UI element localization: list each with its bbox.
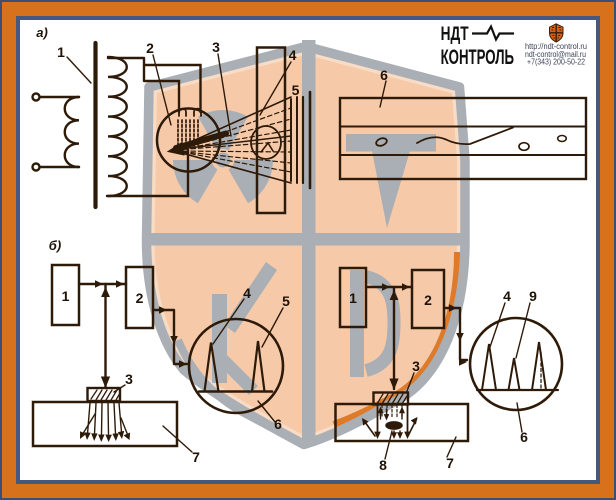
svg-text:1: 1 bbox=[57, 44, 65, 60]
svg-text:6: 6 bbox=[520, 429, 528, 445]
svg-text:6: 6 bbox=[380, 67, 388, 83]
svg-text:НДТ: НДТ bbox=[441, 23, 469, 45]
svg-text:7: 7 bbox=[446, 455, 454, 471]
svg-text:3: 3 bbox=[125, 371, 133, 387]
svg-text:а): а) bbox=[36, 25, 48, 40]
svg-text:4: 4 bbox=[243, 285, 251, 301]
svg-text:2: 2 bbox=[146, 40, 154, 56]
svg-text:9: 9 bbox=[529, 288, 537, 304]
svg-text:8: 8 bbox=[379, 457, 387, 473]
svg-text:http://ndt-control.ru: http://ndt-control.ru bbox=[525, 41, 587, 51]
svg-text:7: 7 bbox=[192, 449, 200, 465]
svg-text:4: 4 bbox=[289, 47, 297, 63]
svg-text:4: 4 bbox=[503, 288, 511, 304]
svg-text:6: 6 bbox=[274, 416, 282, 432]
svg-text:2: 2 bbox=[424, 292, 432, 308]
svg-text:КОНТРОЛЬ: КОНТРОЛЬ bbox=[441, 45, 514, 69]
svg-text:3: 3 bbox=[412, 358, 420, 374]
svg-text:1: 1 bbox=[62, 288, 70, 304]
svg-text:5: 5 bbox=[292, 82, 300, 98]
svg-text:2: 2 bbox=[136, 290, 144, 306]
svg-text:+7(343) 200-50-22: +7(343) 200-50-22 bbox=[527, 57, 585, 67]
svg-text:ndt-control@mail.ru: ndt-control@mail.ru bbox=[525, 49, 586, 59]
svg-text:3: 3 bbox=[212, 39, 220, 55]
svg-text:б): б) bbox=[49, 238, 61, 253]
svg-text:5: 5 bbox=[282, 293, 290, 309]
svg-text:1: 1 bbox=[349, 290, 357, 306]
